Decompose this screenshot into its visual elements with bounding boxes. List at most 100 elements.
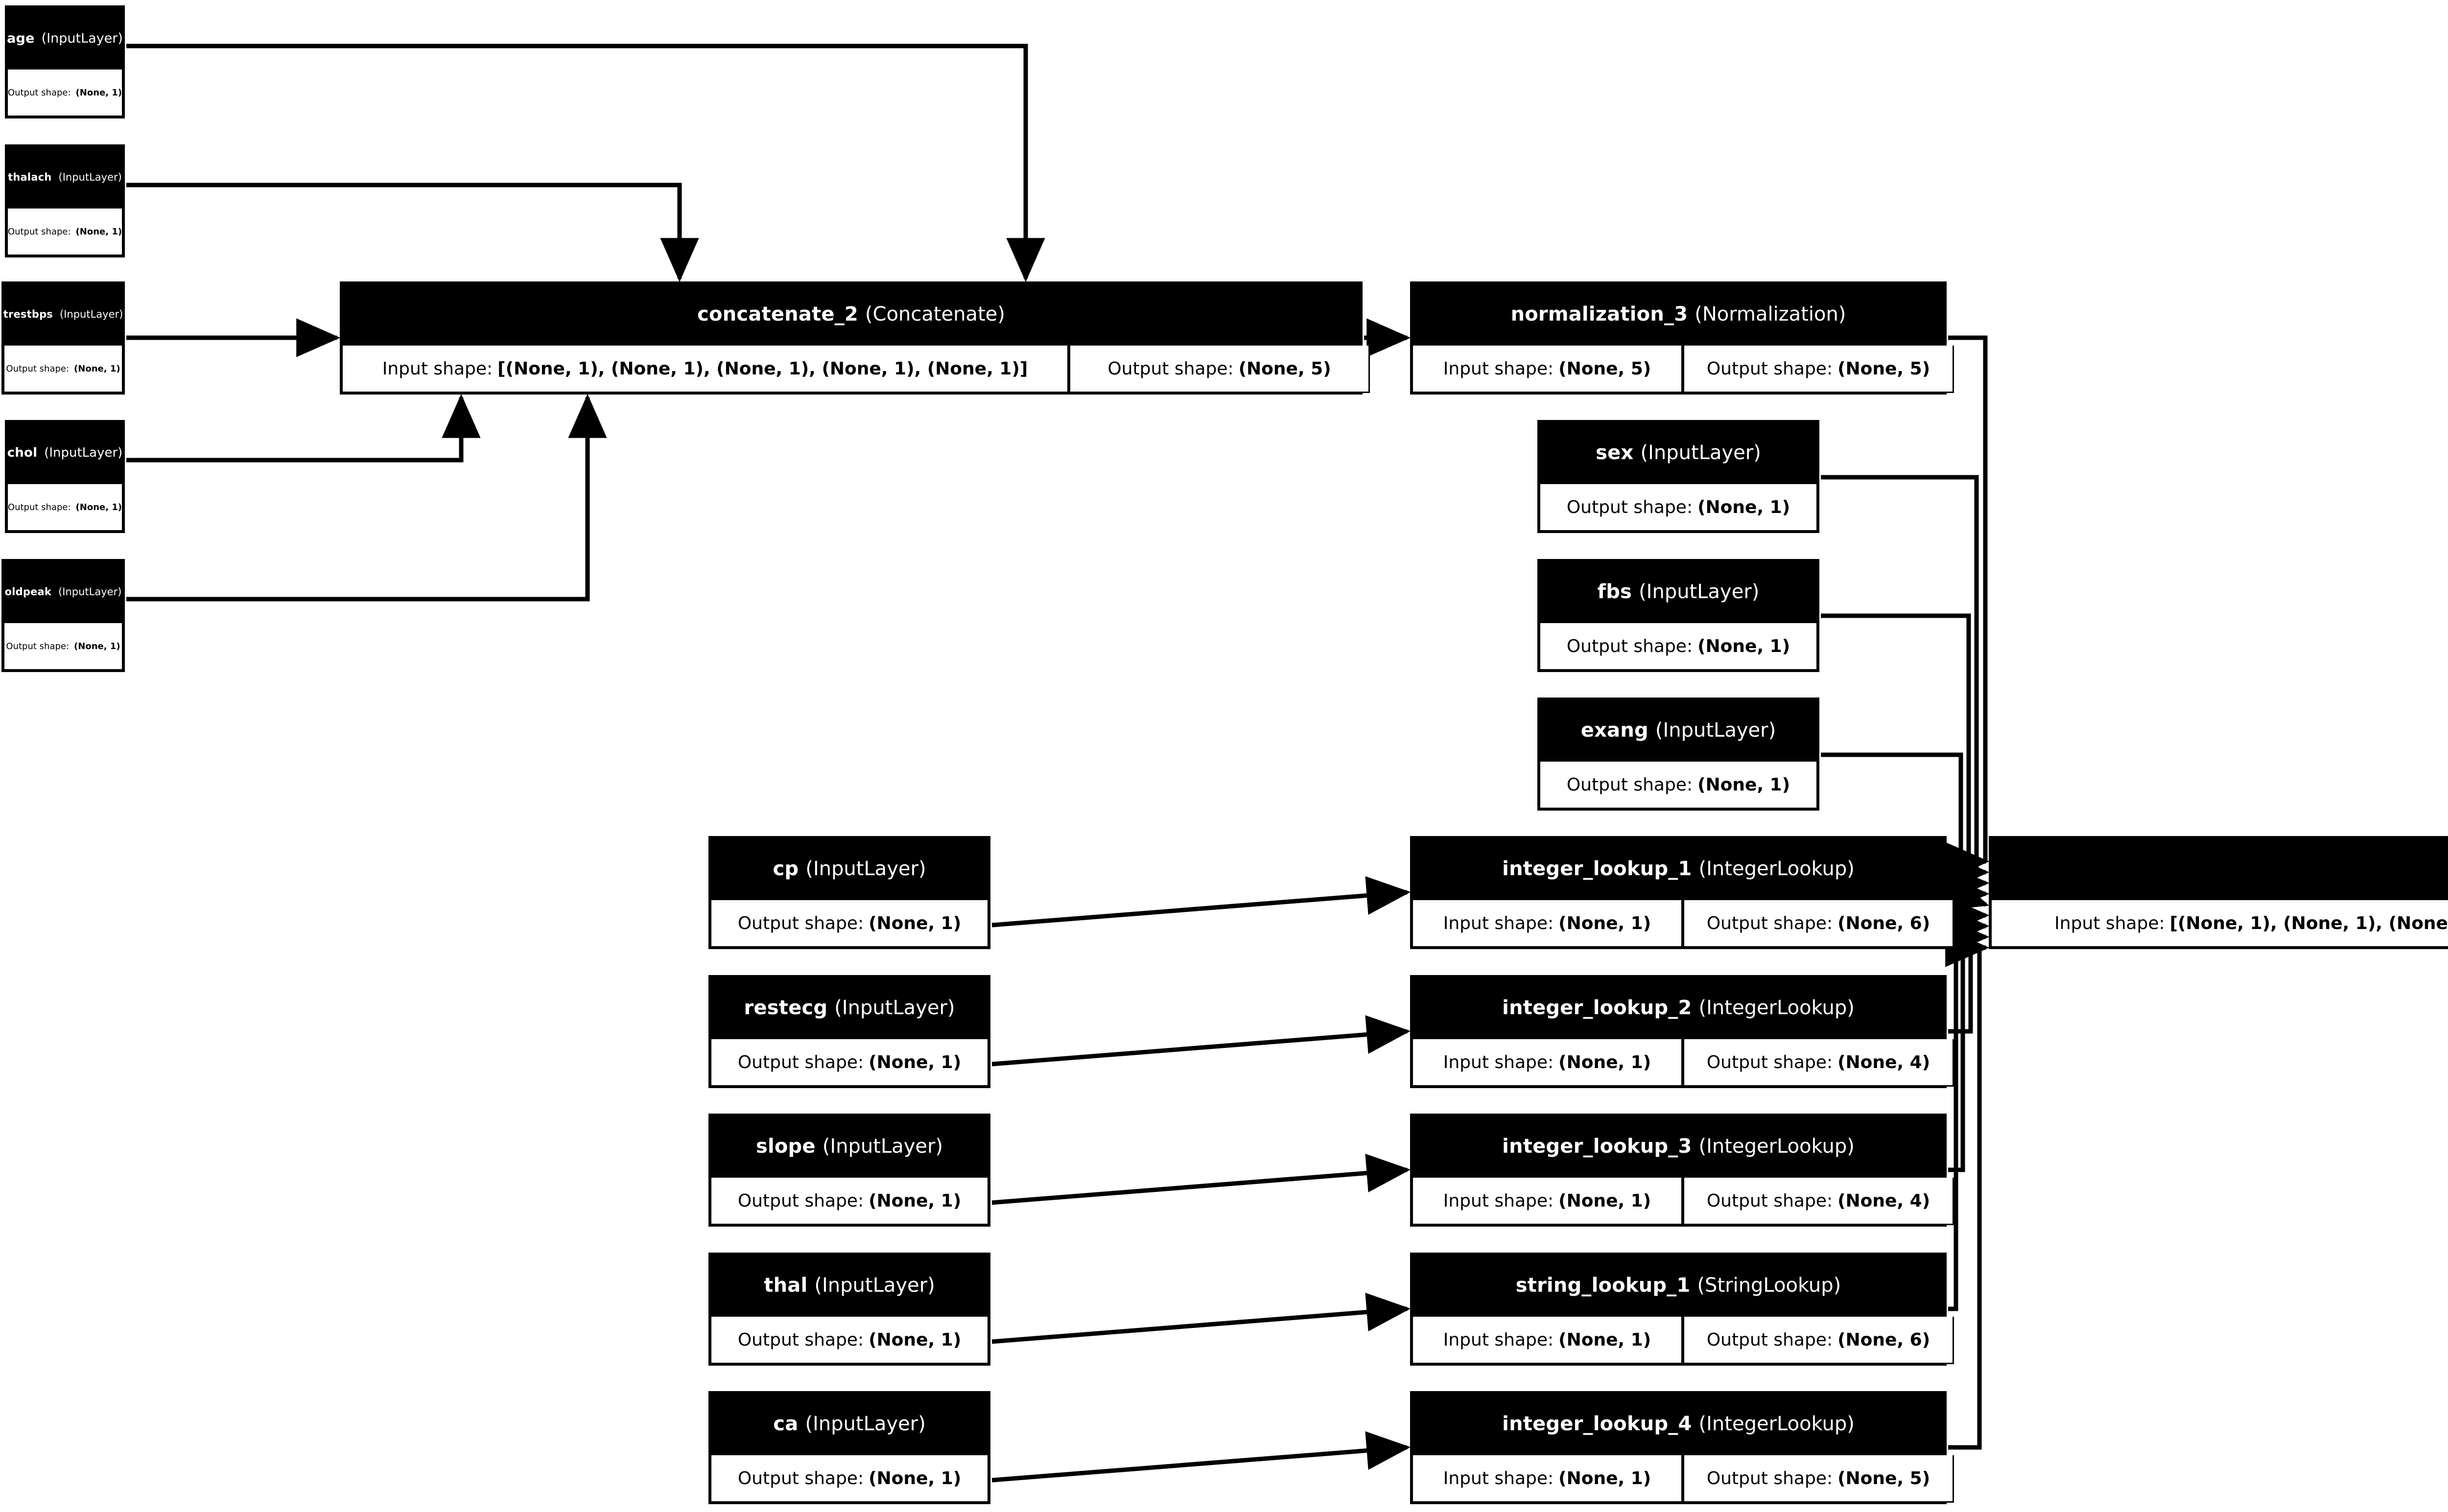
layer-name-integer_lookup_2: integer_lookup_2 — [1502, 997, 1692, 1019]
layer-header-thalach: thalach(InputLayer) — [6, 146, 123, 209]
layer-node-age[interactable]: age(InputLayer)Output shape:(None, 1) — [5, 5, 125, 118]
layer-body-thal: Output shape:(None, 1) — [710, 1317, 989, 1364]
layer-node-integer_lookup_2[interactable]: integer_lookup_2(IntegerLookup)Input sha… — [1410, 975, 1954, 1088]
shape-label: Output shape: — [737, 1468, 864, 1489]
layer-type-integer_lookup_1: (IntegerLookup) — [1698, 858, 1855, 880]
shape-value: (None, 1) — [869, 1329, 962, 1350]
layer-type-thalach: (InputLayer) — [58, 171, 122, 183]
layer-name-trestbps: trestbps — [3, 308, 53, 320]
edge-thal-to-stringlookup1 — [991, 1293, 1411, 1344]
shape-label: Input shape: — [1443, 1329, 1554, 1350]
layer-type-concatenate_2: (Concatenate) — [865, 303, 1005, 326]
shape-label: Output shape: — [737, 1052, 864, 1072]
layer-header-sex: sex(InputLayer) — [1539, 421, 1818, 484]
layer-node-integer_lookup_1[interactable]: integer_lookup_1(IntegerLookup)Input sha… — [1410, 836, 1954, 949]
layer-type-restecg: (InputLayer) — [834, 997, 955, 1019]
layer-header-ca: ca(InputLayer) — [710, 1393, 989, 1455]
layer-node-thalach[interactable]: thalach(InputLayer)Output shape:(None, 1… — [5, 144, 125, 257]
shape-cell-age-0: Output shape:(None, 1) — [6, 70, 123, 117]
shape-value: (None, 1) — [1697, 497, 1790, 517]
layer-node-concatenate_3[interactable]: concatenate_3(Concatenate)Input shape:[(… — [1989, 836, 2448, 949]
layer-node-restecg[interactable]: restecg(InputLayer)Output shape:(None, 1… — [708, 975, 990, 1088]
layer-node-thal[interactable]: thal(InputLayer)Output shape:(None, 1) — [708, 1253, 990, 1366]
layer-header-cp: cp(InputLayer) — [710, 837, 989, 900]
shape-label: Input shape: — [1443, 1190, 1554, 1211]
shape-label: Output shape: — [6, 641, 70, 651]
layer-node-string_lookup_1[interactable]: string_lookup_1(StringLookup)Input shape… — [1410, 1253, 1954, 1366]
shape-cell-sex-0: Output shape:(None, 1) — [1539, 484, 1818, 532]
layer-body-age: Output shape:(None, 1) — [6, 70, 123, 117]
layer-body-string_lookup_1: Input shape:(None, 1)Output shape:(None,… — [1412, 1317, 1954, 1364]
layer-node-ca[interactable]: ca(InputLayer) Output shape:(None, 1) — [708, 1391, 990, 1504]
shape-cell-trestbps-0: Output shape:(None, 1) — [3, 346, 123, 393]
shape-cell-concatenate_2-1: Output shape:(None, 5) — [1069, 346, 1370, 393]
shape-value: (None, 1) — [74, 641, 120, 651]
layer-header-concatenate_3: concatenate_3(Concatenate) — [1990, 837, 2448, 900]
shape-value: (None, 1) — [1558, 1468, 1651, 1489]
layer-node-concatenate_2[interactable]: concatenate_2(Concatenate)Input shape:[(… — [340, 281, 1370, 395]
layer-name-slope: slope — [755, 1135, 816, 1158]
shape-value: (None, 5) — [1238, 358, 1331, 379]
shape-cell-thalach-0: Output shape:(None, 1) — [6, 209, 123, 256]
shape-cell-cp-0: Output shape:(None, 1) — [710, 900, 989, 948]
shape-value: (None, 1) — [869, 1190, 962, 1211]
layer-node-fbs[interactable]: fbs(InputLayer)Output shape:(None, 1) — [1537, 559, 1819, 672]
layer-name-exang: exang — [1580, 719, 1648, 742]
layer-body-fbs: Output shape:(None, 1) — [1539, 623, 1818, 671]
shape-value: (None, 5) — [1837, 358, 1930, 379]
layer-body-integer_lookup_4: Input shape:(None, 1)Output shape:(None,… — [1412, 1455, 1954, 1503]
layer-header-trestbps: trestbps(InputLayer) — [3, 283, 123, 346]
shape-cell-integer_lookup_3-1: Output shape:(None, 4) — [1683, 1178, 1954, 1225]
layer-body-slope: Output shape:(None, 1) — [710, 1178, 989, 1225]
shape-value: (None, 1) — [869, 1468, 962, 1489]
shape-cell-thal-0: Output shape:(None, 1) — [710, 1317, 989, 1364]
layer-node-oldpeak[interactable]: oldpeak(InputLayer)Output shape:(None, 1… — [1, 559, 125, 672]
layer-node-cp[interactable]: cp(InputLayer)Output shape:(None, 1) — [708, 836, 990, 949]
shape-label: Output shape: — [737, 1190, 864, 1211]
layer-body-exang: Output shape:(None, 1) — [1539, 762, 1818, 809]
edge-thalach-to-concatenate2 — [126, 183, 699, 282]
shape-label: Output shape: — [1706, 358, 1833, 379]
layer-node-slope[interactable]: slope(InputLayer)Output shape:(None, 1) — [708, 1114, 990, 1227]
layer-body-cp: Output shape:(None, 1) — [710, 900, 989, 948]
shape-value: (None, 5) — [1837, 1468, 1930, 1489]
layer-node-normalization_3[interactable]: normalization_3(Normalization)Input shap… — [1410, 281, 1954, 395]
layer-name-string_lookup_1: string_lookup_1 — [1515, 1274, 1691, 1297]
layer-node-integer_lookup_3[interactable]: integer_lookup_3(IntegerLookup)Input sha… — [1410, 1114, 1954, 1227]
shape-cell-restecg-0: Output shape:(None, 1) — [710, 1039, 989, 1087]
layer-type-cp: (InputLayer) — [805, 858, 926, 880]
layer-body-chol: Output shape:(None, 1) — [6, 484, 123, 532]
edge-stringlookup1-to-concatenate3 — [1945, 917, 1990, 1311]
shape-label: Output shape: — [1706, 913, 1833, 933]
shape-cell-normalization_3-0: Input shape:(None, 5) — [1412, 346, 1683, 393]
shape-value: [(None, 1), (None, 1), (None, 1), (None,… — [497, 358, 1028, 379]
layer-node-trestbps[interactable]: trestbps(InputLayer)Output shape:(None, … — [1, 281, 125, 395]
shape-label: Output shape: — [1706, 1468, 1833, 1489]
shape-label: Output shape: — [737, 1329, 864, 1350]
shape-value: (None, 1) — [75, 87, 122, 98]
shape-label: Output shape: — [1566, 497, 1693, 517]
layer-node-sex[interactable]: sex(InputLayer)Output shape:(None, 1) — [1537, 420, 1819, 533]
shape-value: (None, 1) — [1697, 774, 1790, 795]
layer-header-exang: exang (InputLayer) — [1539, 699, 1818, 762]
edge-oldpeak-to-concatenate2 — [126, 394, 607, 602]
shape-cell-exang-0: Output shape:(None, 1) — [1539, 762, 1818, 809]
shape-value: (None, 1) — [1558, 913, 1651, 933]
edge-age-to-concatenate2 — [126, 44, 1045, 282]
edge-ca-to-integerlookup4 — [991, 1431, 1411, 1483]
layer-node-chol[interactable]: chol(InputLayer)Output shape:(None, 1) — [5, 420, 125, 533]
layer-name-normalization_3: normalization_3 — [1510, 303, 1688, 326]
layer-type-ca: (InputLayer) — [805, 1413, 926, 1435]
shape-value: [(None, 1), (None, 1), (None, 1), (None,… — [2169, 913, 2448, 933]
shape-value: (None, 1) — [1558, 1190, 1651, 1211]
layer-header-age: age(InputLayer) — [6, 7, 123, 70]
layer-body-thalach: Output shape:(None, 1) — [6, 209, 123, 256]
layer-type-age: (InputLayer) — [41, 30, 123, 46]
layer-node-exang[interactable]: exang (InputLayer) Output shape:(None, 1) — [1537, 698, 1819, 811]
layer-header-chol: chol(InputLayer) — [6, 421, 123, 484]
layer-node-integer_lookup_4[interactable]: integer_lookup_4(IntegerLookup)Input sha… — [1410, 1391, 1954, 1504]
layer-type-exang: (InputLayer) — [1655, 719, 1776, 742]
shape-value: (None, 1) — [1558, 1052, 1651, 1072]
